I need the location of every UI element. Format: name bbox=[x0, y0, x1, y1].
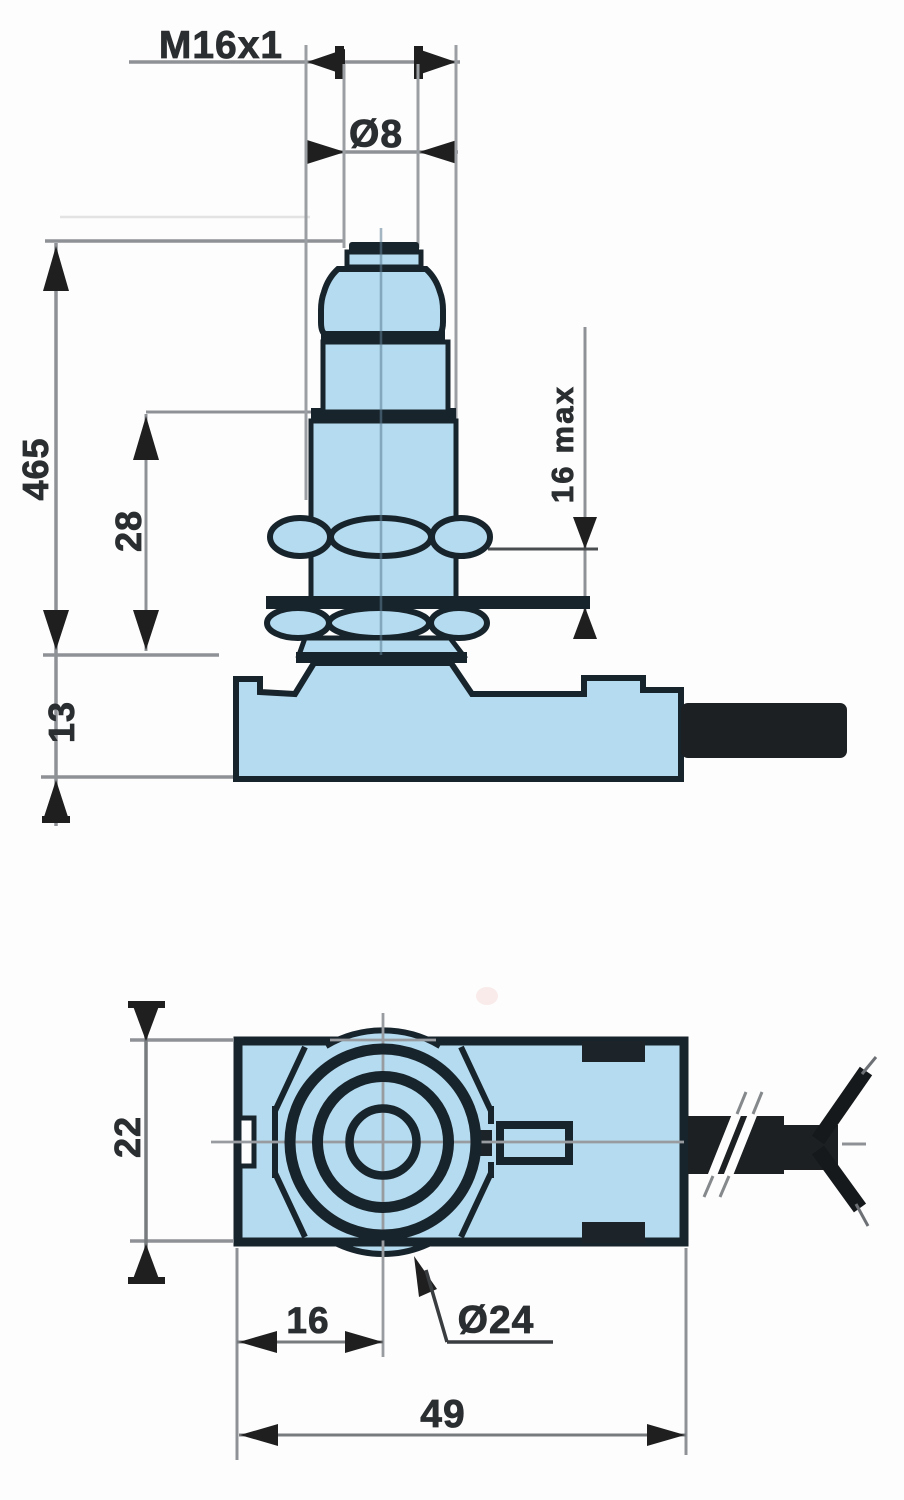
svg-text:465: 465 bbox=[15, 437, 56, 500]
svg-text:22: 22 bbox=[107, 1116, 148, 1158]
svg-text:13: 13 bbox=[41, 701, 82, 743]
svg-text:16: 16 bbox=[286, 1300, 329, 1341]
svg-text:Ø8: Ø8 bbox=[349, 113, 403, 156]
svg-text:16 max: 16 max bbox=[545, 385, 580, 503]
svg-text:28: 28 bbox=[108, 510, 149, 552]
svg-text:Ø24: Ø24 bbox=[458, 1299, 535, 1342]
svg-text:M16x1: M16x1 bbox=[159, 24, 283, 67]
svg-text:49: 49 bbox=[420, 1393, 465, 1436]
